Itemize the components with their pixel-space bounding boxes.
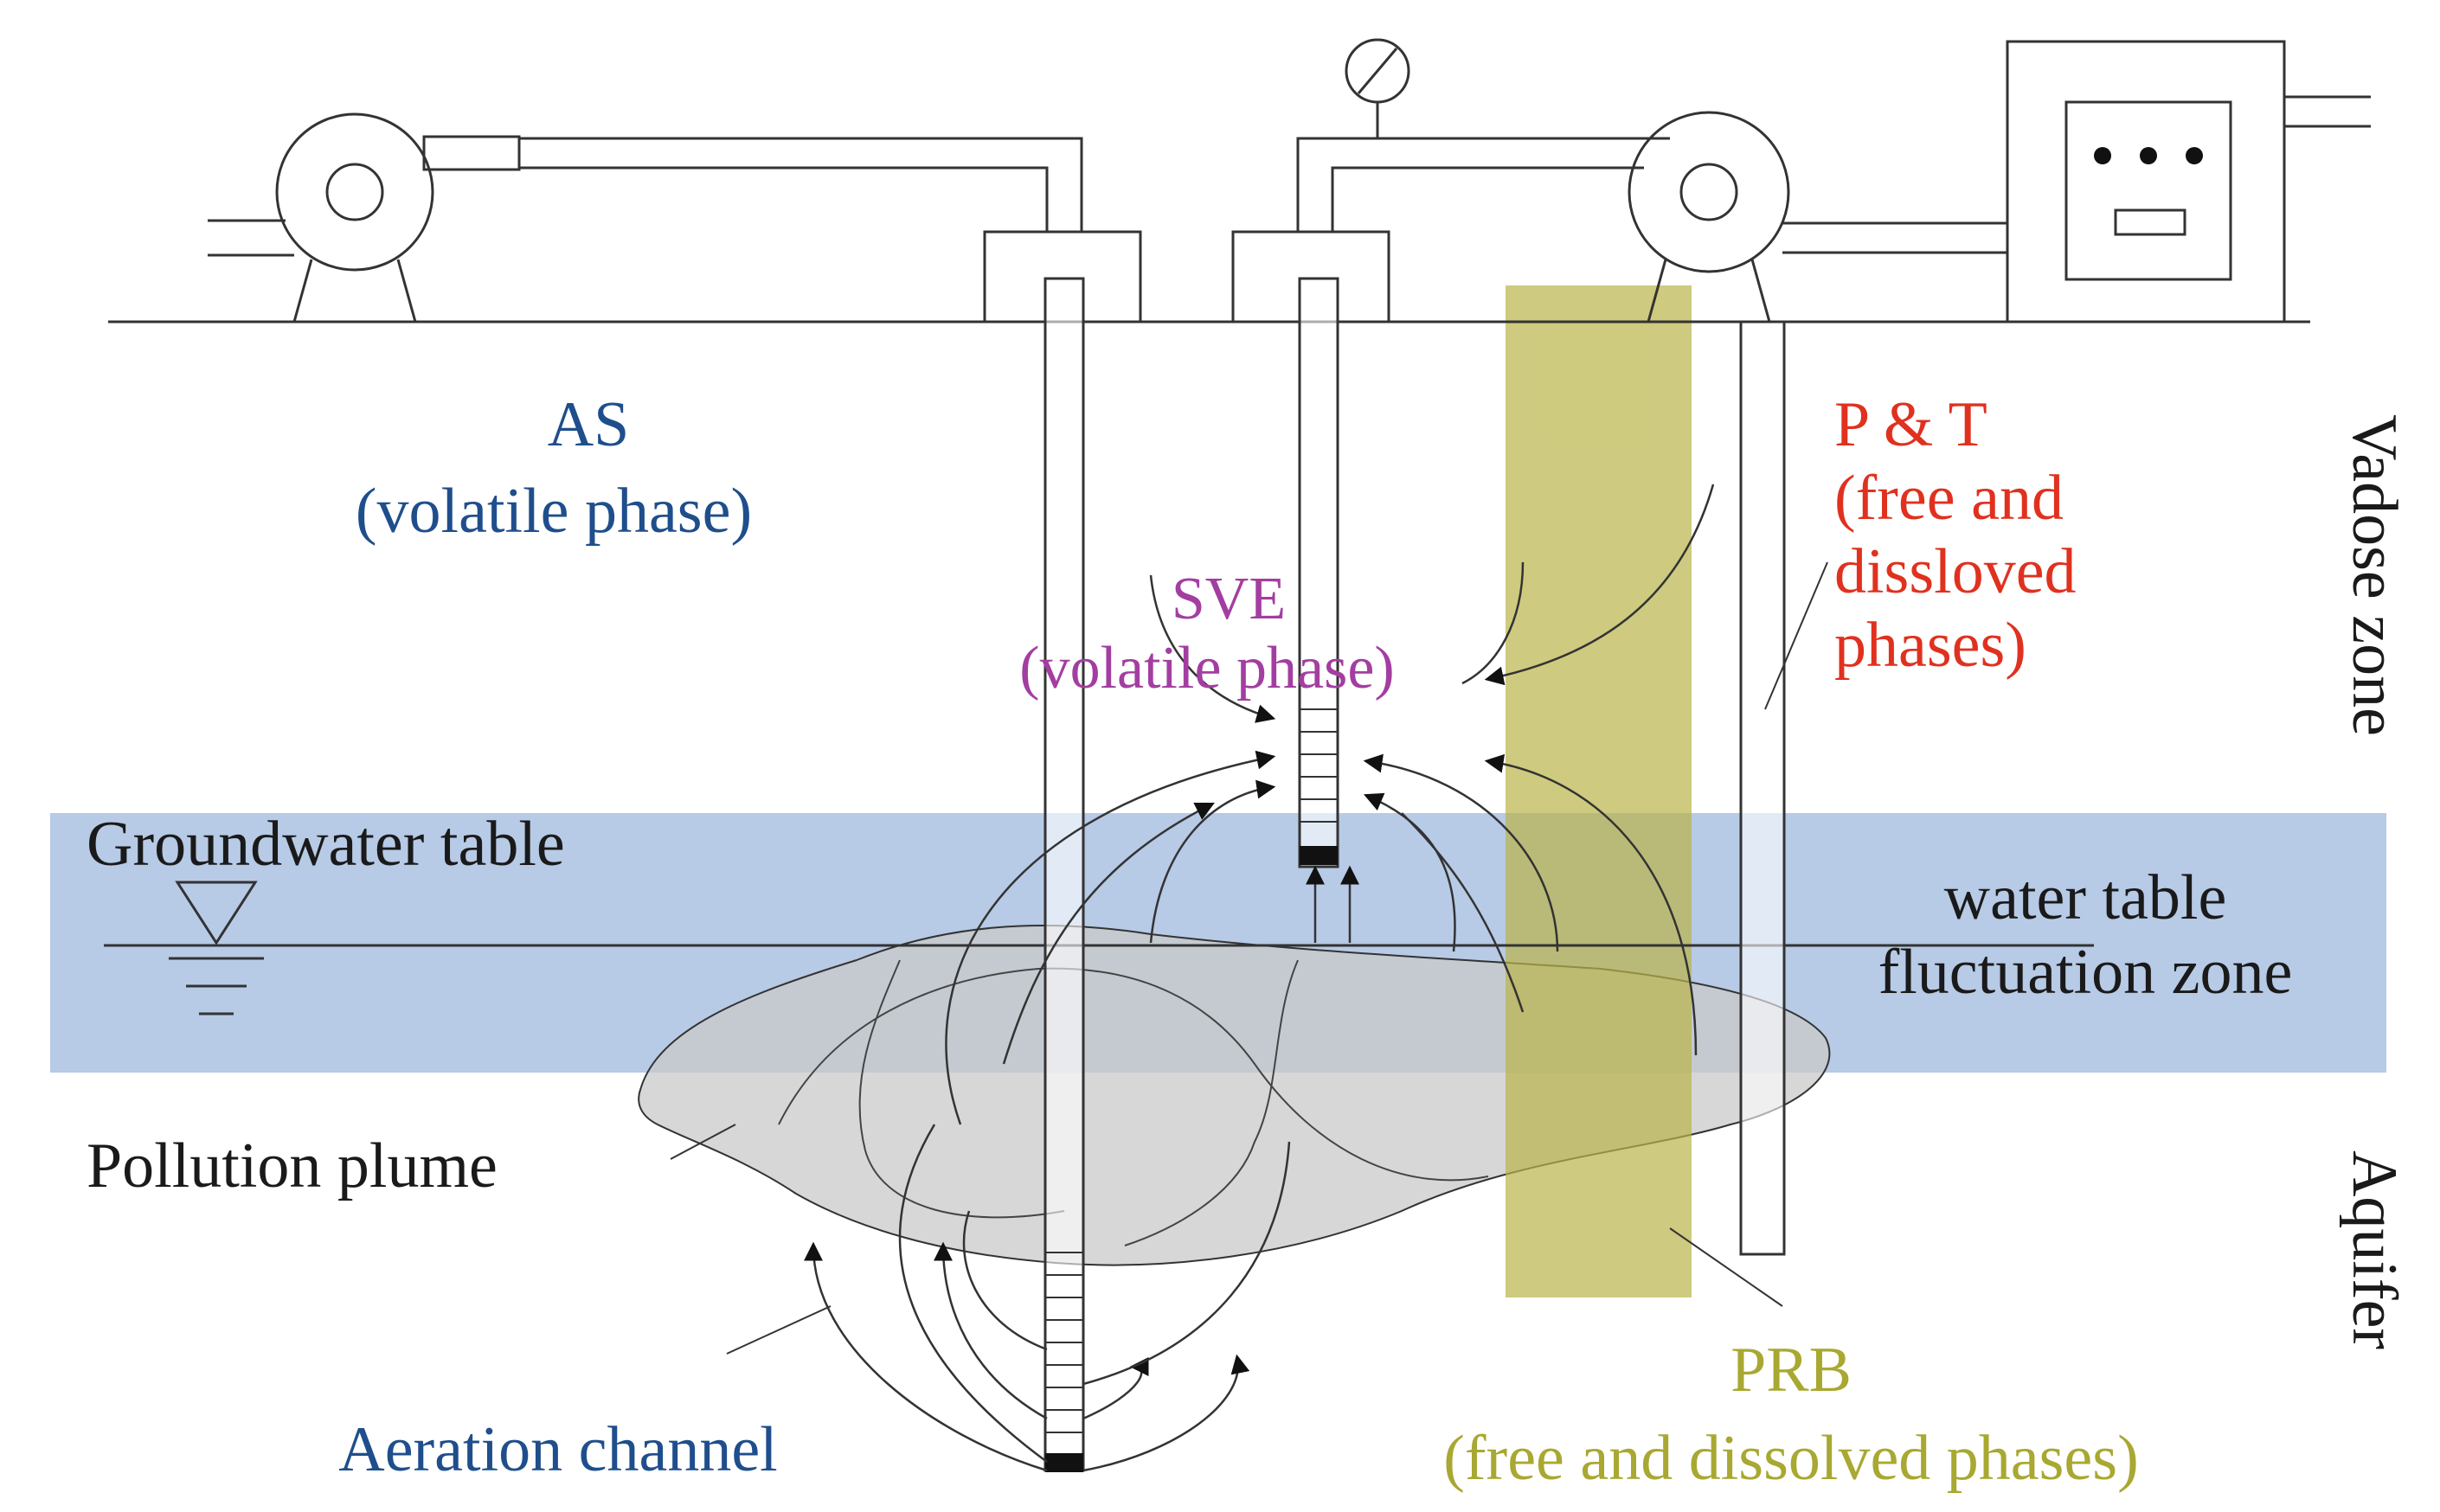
sve-vacuum-pipe <box>1296 137 1670 232</box>
prb-subtitle: (free and dissolved phases) <box>1443 1423 2138 1494</box>
pt-label-leader <box>1764 561 1828 710</box>
plume-inner-contour <box>858 959 1065 1219</box>
pt-line-2: dissloved <box>1834 536 2077 607</box>
sve-title: SVE <box>1172 566 1286 632</box>
as-subtitle: (volatile phase) <box>356 476 752 547</box>
as-well-screen <box>1045 1252 1083 1433</box>
as-air-blower <box>208 112 521 323</box>
plume-inner-contour <box>1124 959 1299 1246</box>
pollution-plume-label: Pollution plume <box>87 1131 498 1201</box>
pt-extraction-well <box>1739 320 1786 1256</box>
pt-discharge-pipe <box>1782 221 2007 254</box>
aquifer-label: Aquifer <box>2339 1150 2410 1349</box>
pt-line-1: (free and <box>1834 463 2064 534</box>
treatment-control-box <box>2006 40 2371 324</box>
pt-title: P & T <box>1834 389 1987 460</box>
as-well-casing <box>1043 277 1085 1472</box>
groundwater-table-label: Groundwater table <box>87 809 565 880</box>
vadose-zone-label: Vadose zone <box>2339 414 2410 736</box>
water-table-symbol <box>169 881 264 1015</box>
control-box-indicator-icon <box>2094 147 2203 164</box>
pressure-gauge-icon <box>1345 38 1410 138</box>
aeration-channel-label: Aeration channel <box>338 1414 778 1485</box>
sve-well-casing <box>1298 277 1339 868</box>
air-flow-paths <box>945 484 1715 1125</box>
plume-inner-contour <box>778 967 1489 1182</box>
aeration-channels <box>804 1124 1291 1472</box>
as-title: AS <box>548 389 630 460</box>
sve-well-screen <box>1300 708 1338 823</box>
pt-line-3: phases) <box>1834 610 2026 681</box>
prb-label-leader <box>1669 1227 1783 1307</box>
aeration-label-leader <box>726 1305 832 1355</box>
sve-well-tip <box>1300 846 1338 865</box>
prb-barrier <box>1506 285 1692 1297</box>
prb-title: PRB <box>1730 1335 1852 1406</box>
as-well-tip <box>1045 1453 1083 1472</box>
fluctuation-label-2: fluctuation zone <box>1878 937 2293 1008</box>
plume-label-leader <box>670 1124 736 1160</box>
fluctuation-label-1: water table <box>1944 862 2227 933</box>
pt-pump <box>1628 111 1790 323</box>
as-air-pipe <box>519 137 1083 232</box>
sve-subtitle: (volatile phase) <box>1019 635 1394 702</box>
